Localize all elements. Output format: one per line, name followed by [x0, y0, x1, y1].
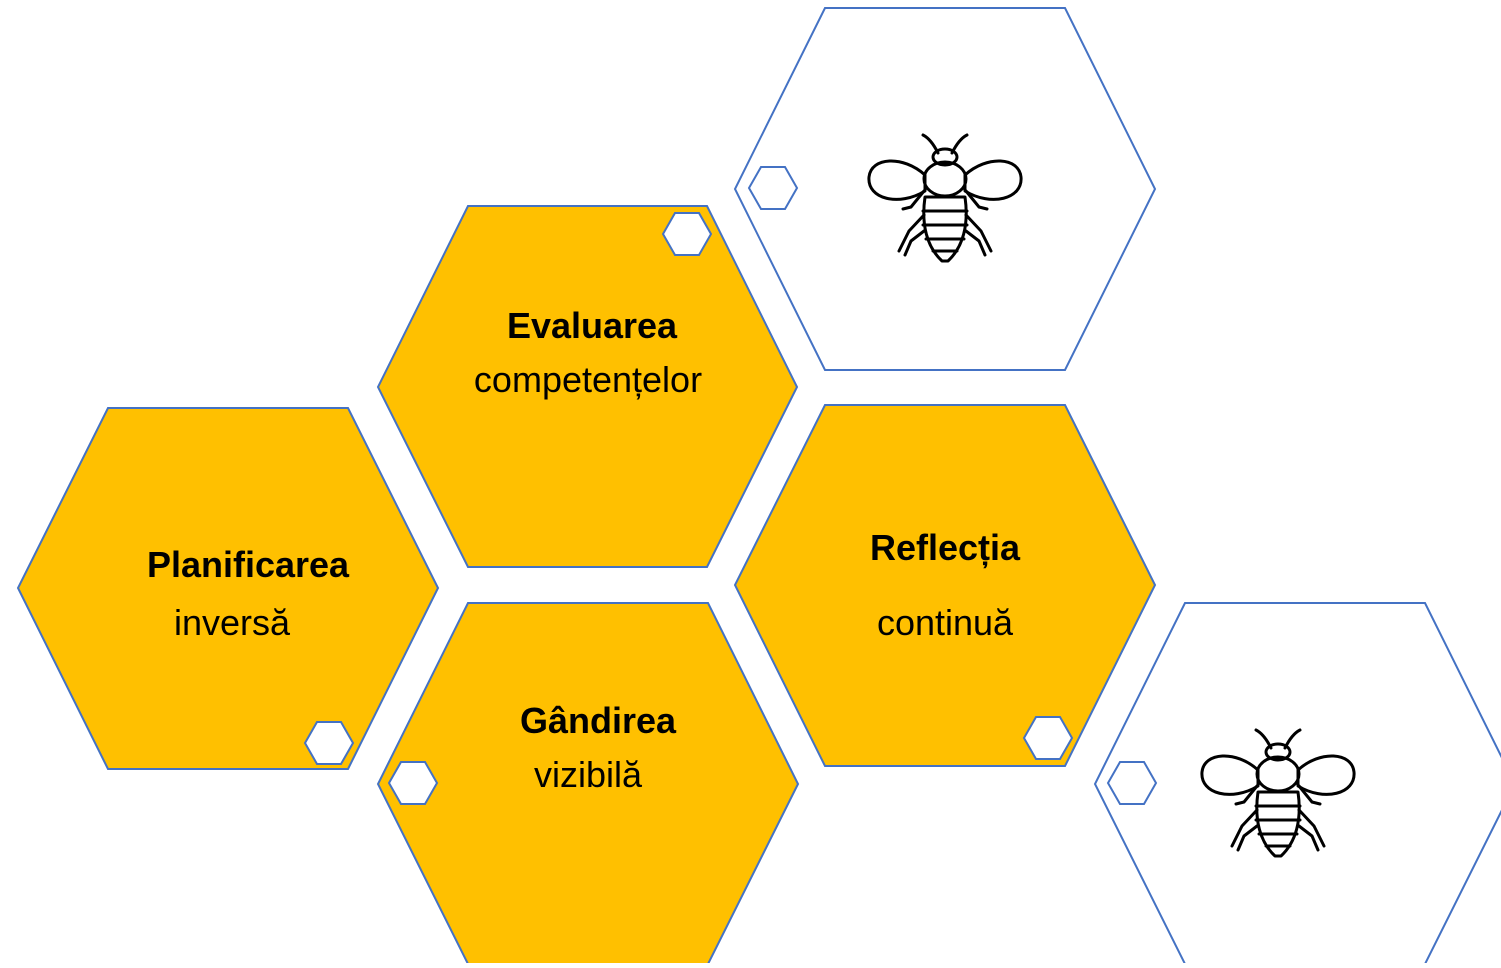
- small-hexagon: [747, 166, 799, 210]
- small-hexagon: [1106, 761, 1158, 805]
- small-hexagon: [387, 761, 439, 805]
- planificarea-title: Planificarea: [146, 544, 350, 585]
- hexagon-evaluarea: [376, 205, 799, 568]
- gandirea-title: Gândirea: [519, 700, 677, 741]
- small-hexagon: [661, 212, 713, 256]
- hexagon-bee-top: [733, 7, 1157, 371]
- reflectia-title: Reflecția: [869, 527, 1021, 568]
- small-hexagon: [1022, 716, 1074, 760]
- reflectia-subtitle: continuă: [876, 602, 1014, 643]
- hexagon-reflectia: [733, 404, 1157, 767]
- bee-icon: [1200, 728, 1356, 858]
- evaluarea-title: Evaluarea: [506, 305, 678, 346]
- planificarea-subtitle: inversă: [173, 602, 291, 643]
- bee-icon: [867, 133, 1023, 263]
- hexagon-planificarea: [16, 407, 440, 770]
- gandirea-subtitle: vizibilă: [533, 754, 643, 795]
- evaluarea-subtitle: competențelor: [473, 359, 703, 400]
- small-hexagon: [303, 721, 355, 765]
